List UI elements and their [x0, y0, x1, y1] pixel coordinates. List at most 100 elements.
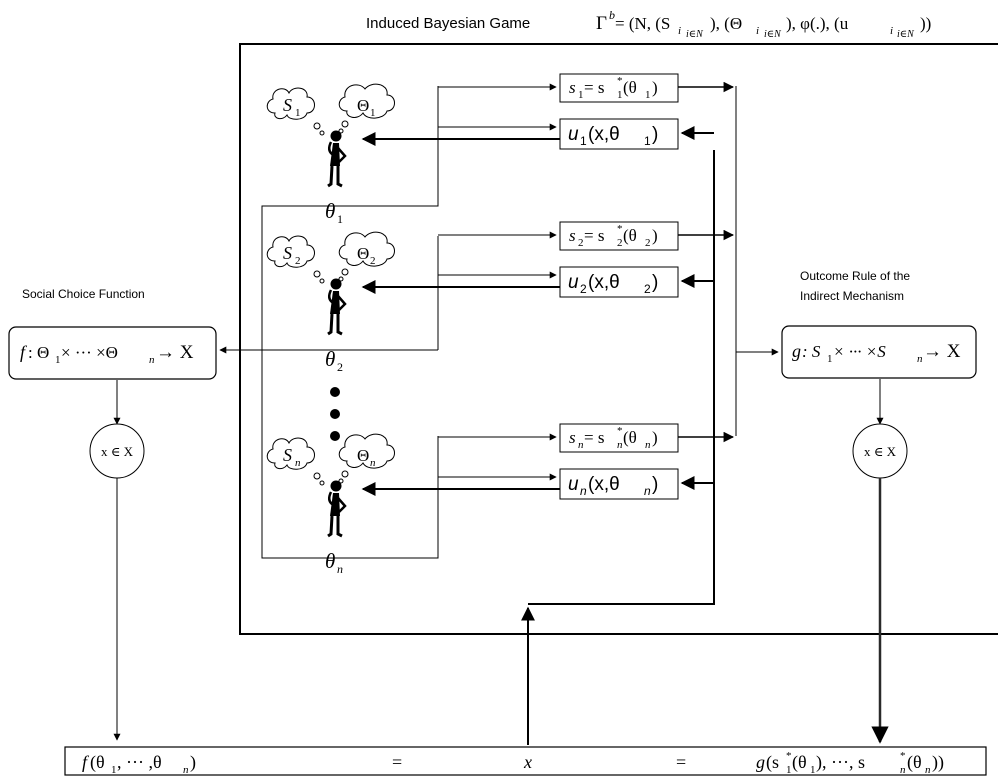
- svg-text:n: n: [917, 353, 923, 365]
- strategy-box: [559, 73, 679, 103]
- svg-text:1: 1: [55, 354, 61, 366]
- svg-text:1: 1: [645, 89, 651, 101]
- ellipsis-dot: [330, 431, 340, 441]
- agent-theta: θ: [325, 199, 335, 223]
- svg-text:), ···, s: ), ···, s: [816, 752, 865, 773]
- svg-text:n: n: [617, 439, 623, 451]
- agent-theta: θ: [325, 549, 335, 573]
- svg-text:): ): [652, 428, 658, 447]
- svg-text:1: 1: [617, 89, 623, 101]
- svg-text:f: f: [20, 342, 28, 362]
- header-title: Induced Bayesian Game: [366, 15, 530, 32]
- svg-text:*: *: [900, 750, 906, 762]
- svg-text:n: n: [645, 439, 651, 451]
- thought-theta-index: 2: [370, 255, 376, 267]
- svg-text:i: i: [678, 25, 681, 37]
- svg-text:*: *: [617, 425, 623, 437]
- svg-text:n: n: [578, 439, 584, 451]
- svg-text:(θ: (θ: [792, 752, 807, 773]
- svg-text:): ): [652, 474, 658, 495]
- svg-text:): ): [652, 226, 658, 245]
- svg-text:→ X: → X: [156, 342, 194, 363]
- svg-text:: S: : S: [802, 342, 821, 361]
- svg-text:= s: = s: [584, 226, 604, 245]
- svg-text:1: 1: [644, 134, 651, 148]
- svg-text:)): )): [920, 14, 931, 33]
- svg-text:f: f: [82, 752, 90, 772]
- svg-text:*: *: [786, 750, 792, 762]
- svg-text:n: n: [644, 484, 651, 498]
- social-choice-label: Social Choice Function: [22, 287, 145, 301]
- svg-text:1: 1: [810, 764, 816, 776]
- svg-text:2: 2: [580, 282, 587, 296]
- outcome-rule-box: [781, 325, 977, 379]
- agent-figure: [326, 479, 347, 538]
- result-equation: f (θ 1 , ··· ,θ n ) = x = g (s * 1 (θ 1 …: [82, 750, 944, 776]
- right-outcome-text: x ∈ X: [864, 444, 897, 459]
- thought-s: S: [283, 243, 292, 263]
- svg-text:= s: = s: [584, 78, 604, 97]
- ellipsis-dot: [330, 387, 340, 397]
- svg-text:*: *: [617, 75, 623, 87]
- svg-text:n: n: [900, 764, 906, 776]
- svg-text:): ): [190, 752, 196, 773]
- svg-text:2: 2: [578, 237, 584, 249]
- thought-s-index: 2: [295, 255, 301, 267]
- svg-text:i∈N: i∈N: [897, 29, 915, 40]
- outcome-rule-formula: g : S 1 × ··· ×S n → X: [792, 341, 961, 365]
- svg-text:= s: = s: [584, 428, 604, 447]
- svg-text:i∈N: i∈N: [764, 29, 782, 40]
- utility-box: [559, 468, 679, 500]
- svg-text:s: s: [569, 78, 576, 97]
- svg-text:): ): [652, 124, 658, 145]
- outcome-rule-label-1: Outcome Rule of the: [800, 269, 910, 283]
- agent-figure: [326, 277, 347, 336]
- svg-text:2: 2: [645, 237, 651, 249]
- thought-s: S: [283, 95, 292, 115]
- svg-text:u: u: [568, 124, 579, 145]
- svg-text:(θ: (θ: [623, 226, 637, 245]
- svg-text:1: 1: [111, 764, 117, 776]
- svg-text:1: 1: [827, 353, 833, 365]
- left-outcome-text: x ∈ X: [101, 444, 134, 459]
- svg-text:=: =: [676, 752, 686, 772]
- svg-text:= (N, (S: = (N, (S: [615, 14, 670, 33]
- svg-text:), (Θ: ), (Θ: [710, 14, 742, 33]
- svg-text:s: s: [569, 428, 576, 447]
- svg-text:i: i: [756, 25, 759, 37]
- header-formula: Γ b = (N, (S i i∈N ), (Θ i i∈N ), φ(.), …: [596, 8, 931, 40]
- svg-text:i: i: [890, 25, 893, 37]
- agent-theta-index: 2: [337, 360, 343, 374]
- svg-text:=: =: [392, 752, 402, 772]
- thought-theta-index: n: [370, 457, 376, 469]
- induced-game-box: [239, 43, 998, 635]
- svg-text:*: *: [617, 223, 623, 235]
- svg-text:(x,θ: (x,θ: [588, 474, 620, 495]
- thought-theta: Θ: [357, 446, 369, 465]
- svg-text:(s: (s: [766, 752, 779, 773]
- thought-theta: Θ: [357, 96, 369, 115]
- agent-theta-index: n: [337, 562, 343, 576]
- agent-figure: [326, 129, 347, 188]
- outcome-rule-label-2: Indirect Mechanism: [800, 289, 904, 303]
- svg-text:(θ: (θ: [90, 752, 105, 773]
- thought-s-index: 1: [295, 107, 301, 119]
- svg-text:× ··· ×S: × ··· ×S: [833, 342, 886, 361]
- svg-text:Γ: Γ: [596, 13, 607, 34]
- svg-text:(θ: (θ: [907, 752, 922, 773]
- svg-text:x: x: [523, 752, 532, 772]
- thought-theta: Θ: [357, 244, 369, 263]
- svg-text:2: 2: [644, 282, 651, 296]
- svg-text:s: s: [569, 226, 576, 245]
- svg-text:u: u: [568, 272, 579, 293]
- svg-text:n: n: [149, 354, 155, 366]
- svg-text:: Θ: : Θ: [28, 343, 49, 362]
- svg-text:u: u: [568, 474, 579, 495]
